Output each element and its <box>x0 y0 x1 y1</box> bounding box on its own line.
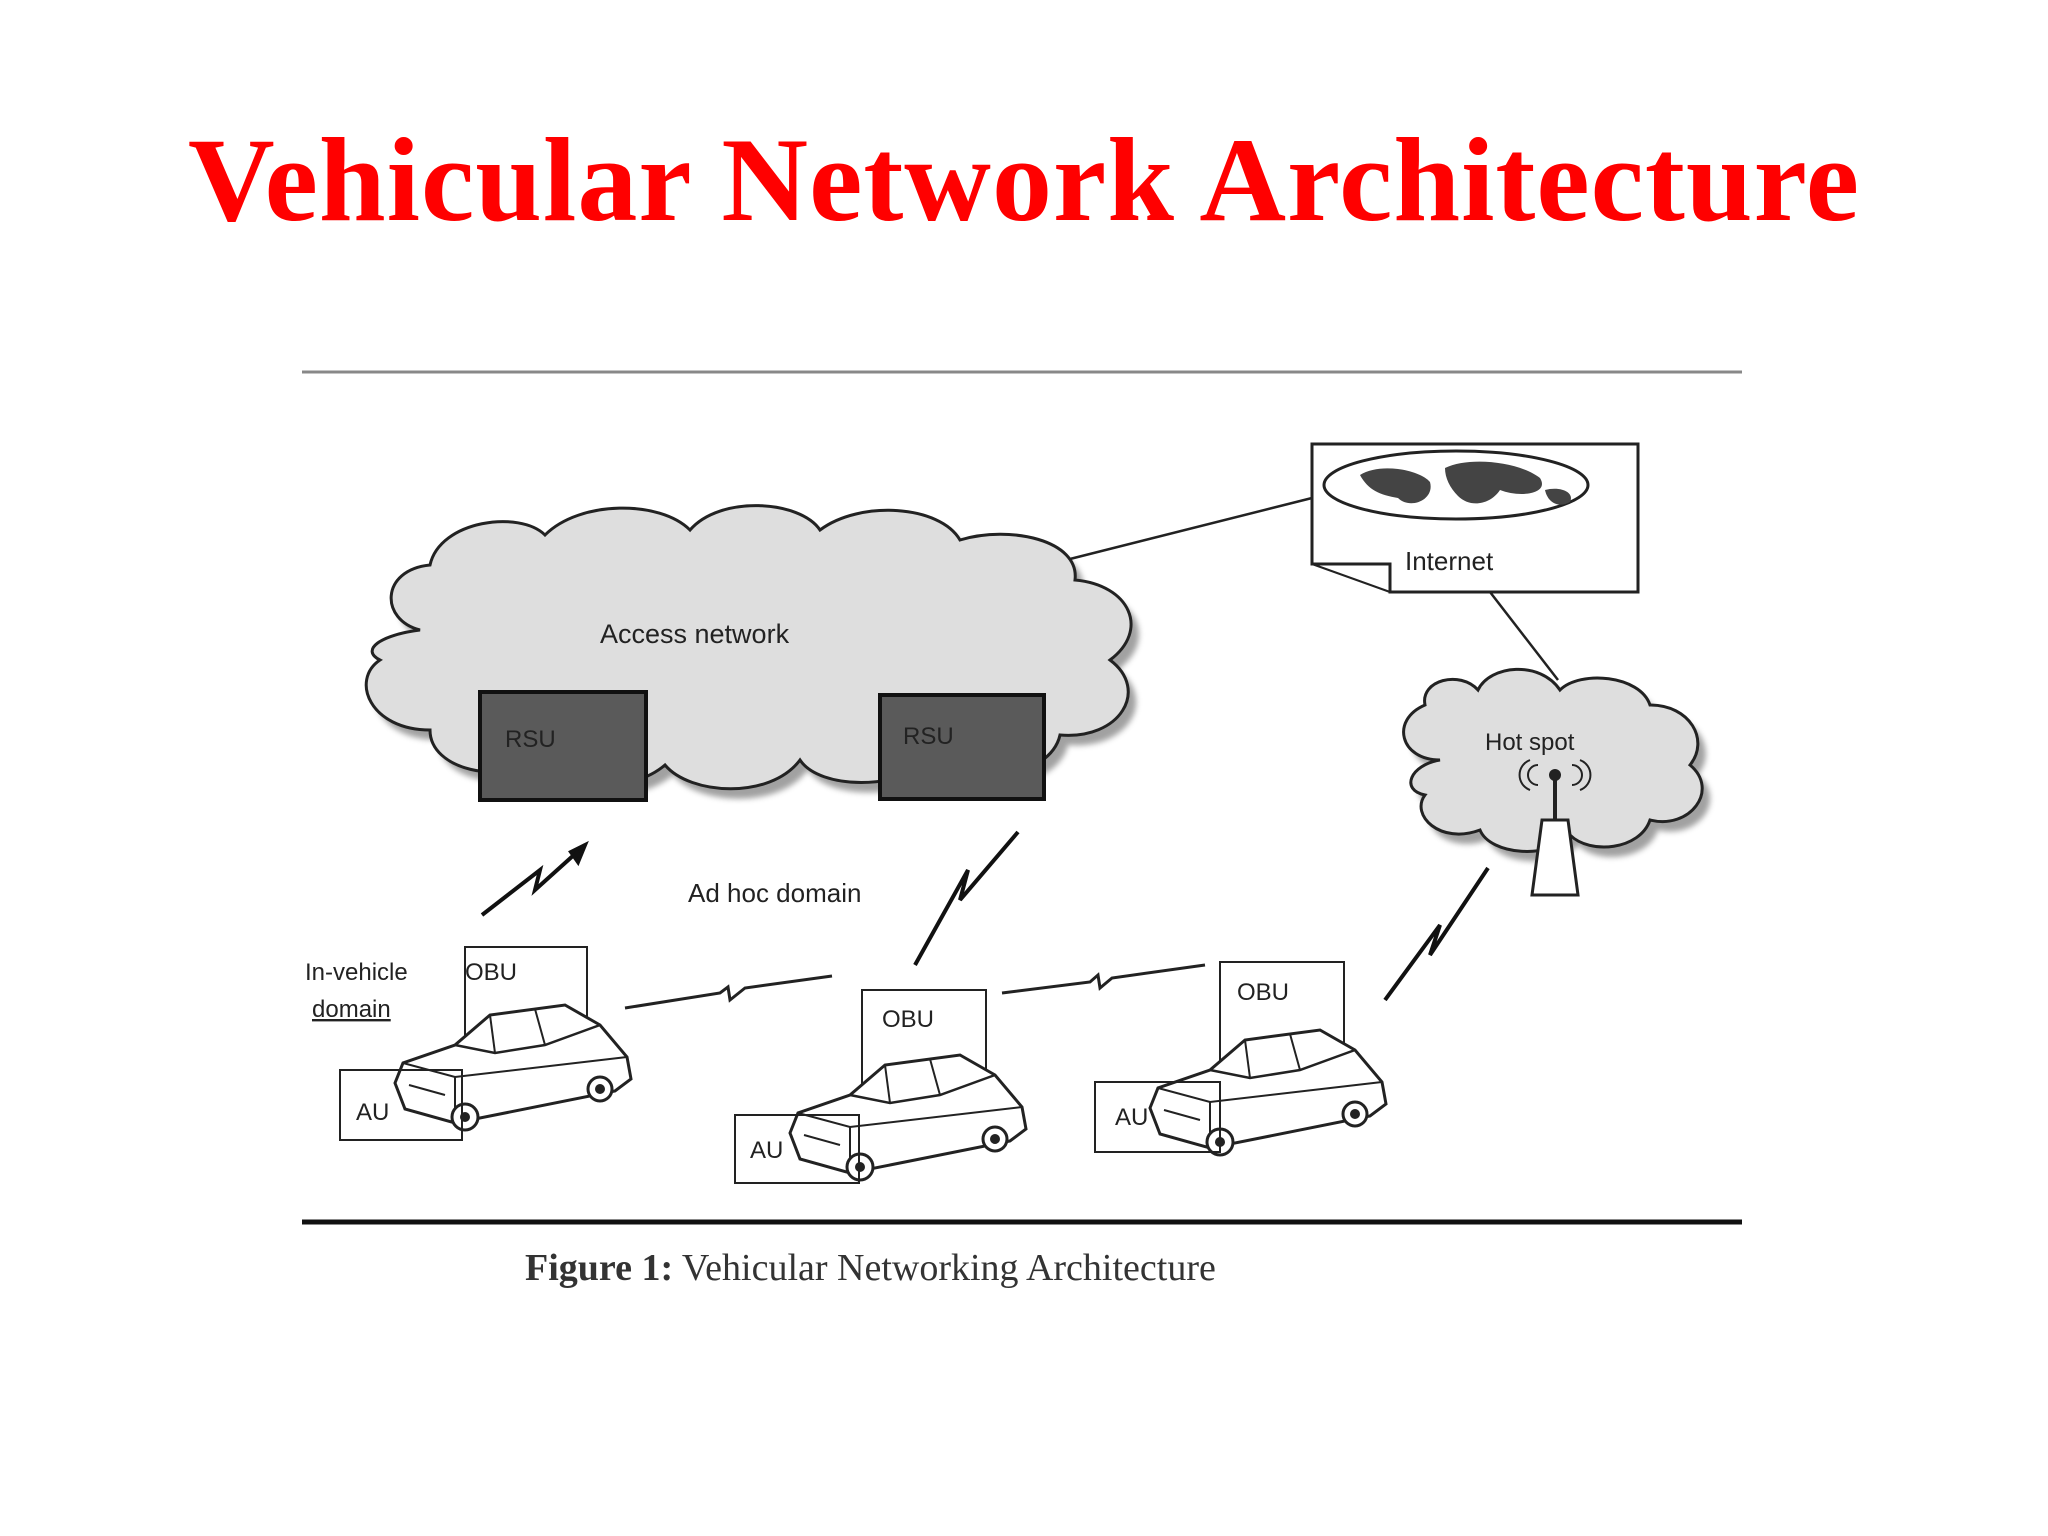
internet-node: Internet <box>1310 442 1640 594</box>
lightning-link-icon <box>1001 963 1206 995</box>
ad-hoc-domain-label: Ad hoc domain <box>688 878 861 908</box>
globe-icon <box>1322 449 1590 521</box>
lightning-link-icon <box>480 840 589 917</box>
rsu-node-1: RSU <box>478 690 648 802</box>
au-box-2 <box>734 1114 860 1184</box>
slide-title: Vehicular Network Architecture <box>188 113 1860 246</box>
au-label-1: AU <box>356 1099 389 1126</box>
vehicle-3: OBU AU <box>1094 961 1388 1157</box>
figure-caption: Figure 1: Vehicular Networking Architect… <box>525 1247 1216 1289</box>
hotspot-cloud: Hot spot <box>1402 667 1704 853</box>
au-label-3: AU <box>1115 1104 1148 1131</box>
figure-caption-text: Vehicular Networking Architecture <box>673 1247 1216 1289</box>
internet-label: Internet <box>1405 546 1494 576</box>
wireless-signal-icon <box>1518 759 1592 791</box>
hotspot-label: Hot spot <box>1485 729 1575 756</box>
lightning-link-icon <box>1383 866 1490 1002</box>
obu-label-2: OBU <box>882 1006 934 1033</box>
vehicle-1: OBU AU <box>339 946 633 1141</box>
lightning-link-icon <box>913 830 1020 966</box>
access-network-label: Access network <box>600 619 790 649</box>
rsu-label-1: RSU <box>505 726 556 753</box>
au-label-2: AU <box>750 1137 783 1164</box>
car-icon <box>393 1003 633 1132</box>
access-to-internet-link <box>1057 496 1313 564</box>
obu-label-1: OBU <box>465 959 517 986</box>
in-vehicle-domain-label-2: domain <box>312 996 391 1023</box>
figure-caption-number: Figure 1: <box>525 1247 673 1289</box>
antenna-icon <box>1530 769 1580 897</box>
rsu-node-2: RSU <box>878 693 1046 801</box>
car-icon <box>1148 1028 1388 1157</box>
au-box-1 <box>339 1069 463 1141</box>
au-box-3 <box>1094 1081 1221 1153</box>
vehicle-2: OBU AU <box>734 989 1028 1184</box>
car-icon <box>788 1053 1028 1182</box>
lightning-link-icon <box>624 974 833 1010</box>
internet-to-hotspot-link <box>1489 591 1559 681</box>
in-vehicle-domain-label: In-vehicle <box>305 959 408 986</box>
obu-label-3: OBU <box>1237 979 1289 1006</box>
rsu-label-2: RSU <box>903 723 954 750</box>
